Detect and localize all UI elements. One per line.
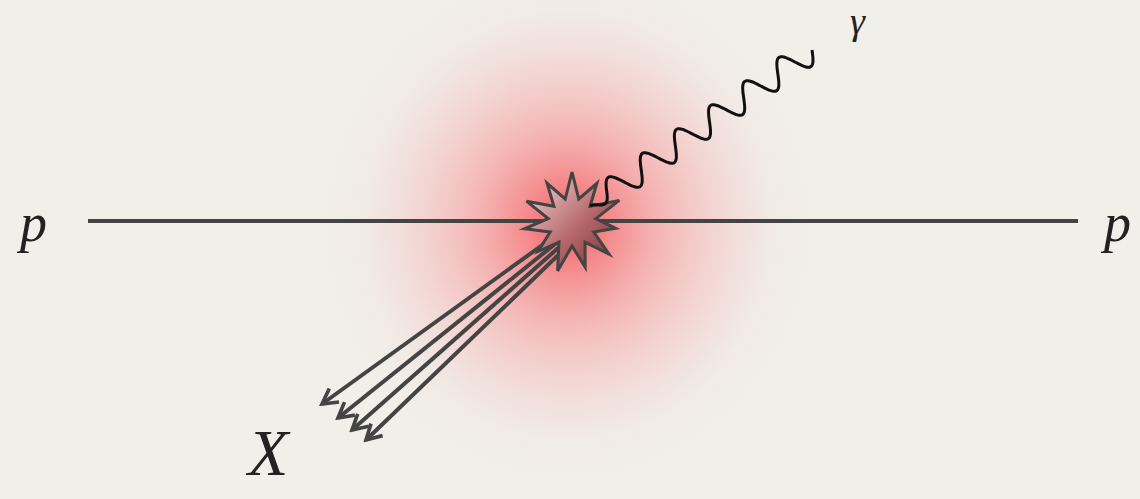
- interaction-glow: [318, 0, 818, 485]
- jet-arrow: [366, 236, 578, 440]
- jet-arrow: [352, 234, 574, 430]
- final-state-label: X: [248, 420, 288, 486]
- x-jet-arrows: [322, 228, 578, 440]
- proton-label: p: [20, 196, 47, 250]
- jet-arrow: [338, 232, 570, 418]
- photon-label: γ: [850, 2, 865, 40]
- jet-arrow: [322, 228, 566, 404]
- proton-label: p: [1104, 196, 1131, 250]
- photon-wave: [590, 50, 813, 206]
